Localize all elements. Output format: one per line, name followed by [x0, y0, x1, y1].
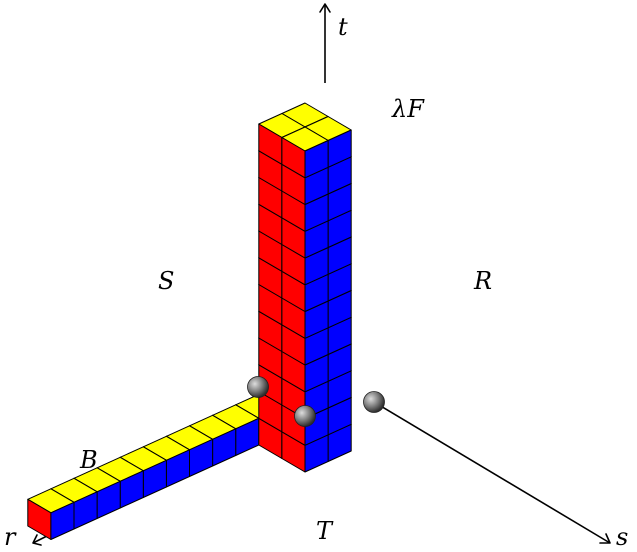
- s-axis-label: s: [616, 523, 628, 551]
- region-t-label: T: [316, 517, 334, 545]
- sphere-marker: [363, 391, 385, 413]
- sphere-marker: [294, 405, 316, 427]
- sphere-marker: [247, 376, 269, 398]
- face-right-face: [304, 140, 329, 179]
- unit-cube: [281, 126, 329, 179]
- r-axis-label: r: [4, 523, 17, 551]
- r-axis-arrowhead: [32, 534, 42, 546]
- face-right-face: [50, 501, 75, 540]
- labels: t r s λF S R T B: [4, 13, 628, 551]
- sphere-markers: [247, 376, 385, 427]
- s-axis-arrowhead: [599, 533, 611, 544]
- cube-stack: [27, 102, 352, 540]
- lambda-f-label: λF: [391, 95, 425, 123]
- unit-cube: [27, 488, 75, 540]
- s-axis: [373, 401, 611, 544]
- region-r-label: R: [473, 267, 492, 295]
- t-axis-label: t: [338, 13, 348, 41]
- t-axis-arrowhead: [319, 3, 331, 13]
- region-b-label: B: [79, 446, 98, 474]
- region-s-label: S: [158, 267, 174, 295]
